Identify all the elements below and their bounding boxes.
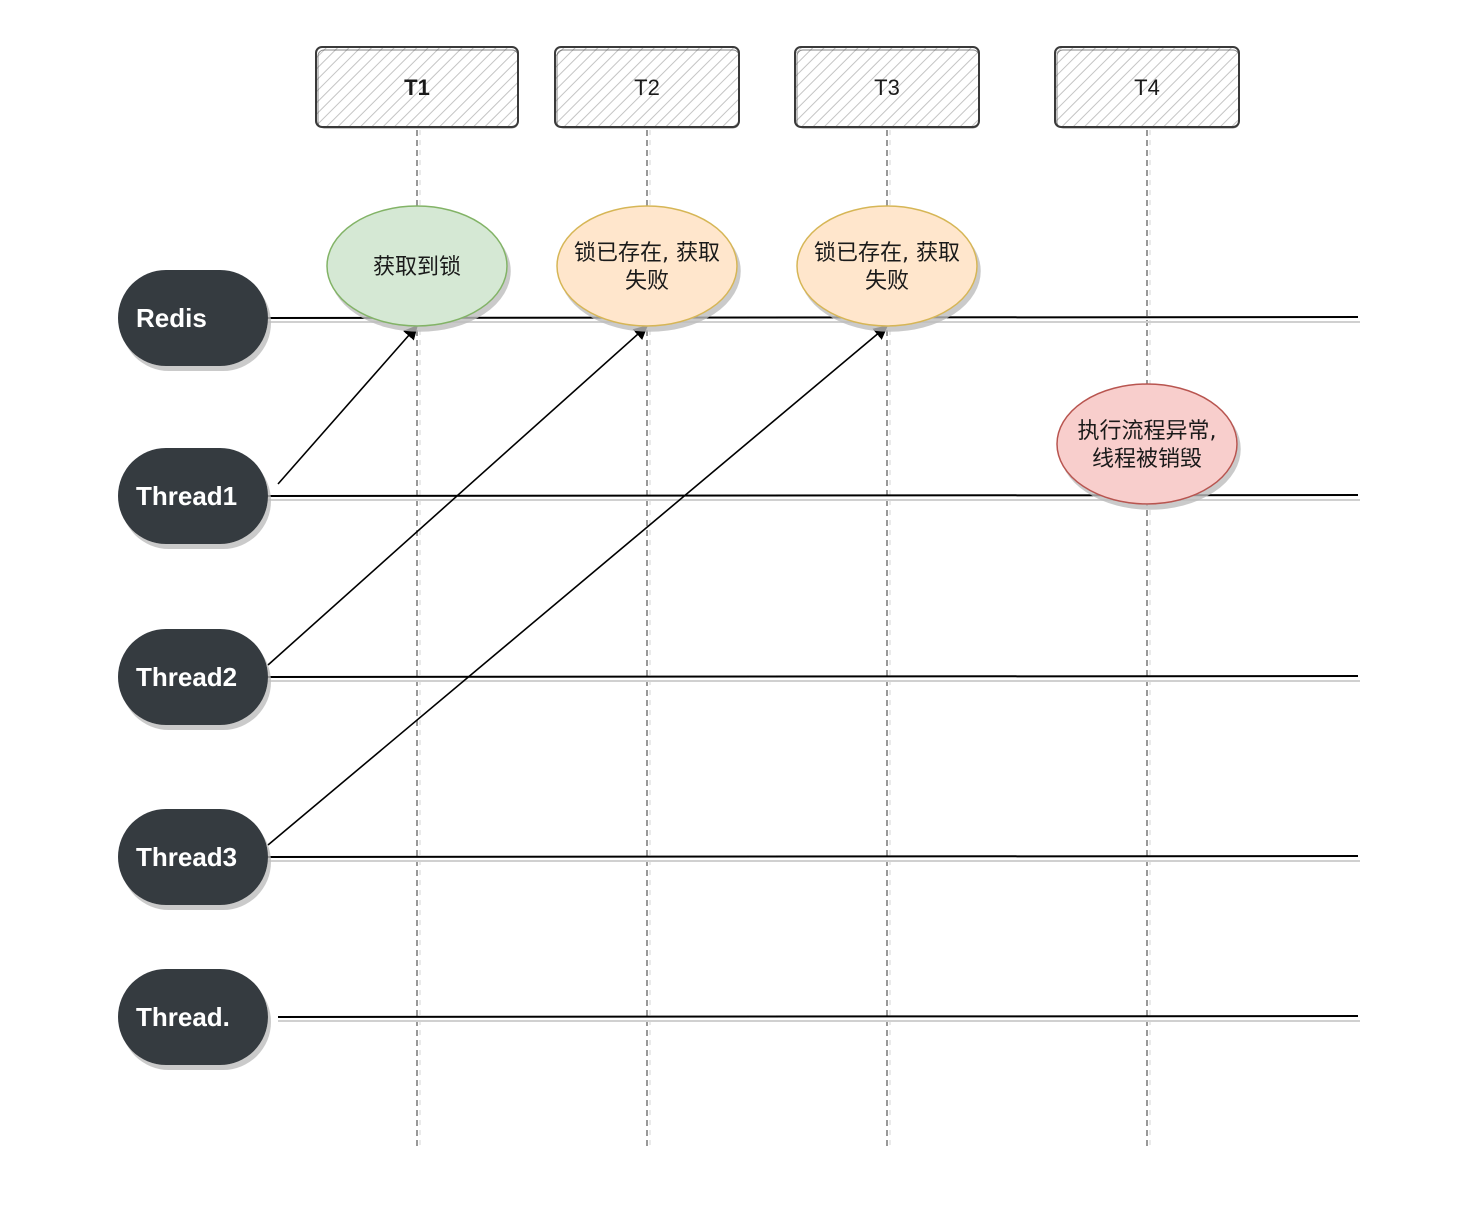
time-dashed-lines [416,130,1151,1150]
event-text-line: 锁已存在, 获取 [574,241,720,266]
lane-label-text: Thread3 [136,842,237,872]
time-label-t1: T1 [404,75,430,100]
event-text-line: 获取到锁 [373,255,461,280]
time-headers: T1 T2 T3 T4 [315,46,1240,129]
time-label-t3: T3 [874,75,900,100]
lane-label-thread2: Thread2 [118,629,268,725]
lane-label-threadn: Thread. [118,969,268,1065]
arrow-thread2-to-t2-fail [267,325,649,666]
lane-label-thread3: Thread3 [118,809,268,905]
time-header-t1: T1 [315,46,519,129]
lane-label-text: Redis [136,303,207,333]
lane-label-text: Thread. [136,1002,230,1032]
time-header-t2: T2 [554,46,740,129]
lane-label-text: Thread2 [136,662,237,692]
event-text-line: 失败 [625,269,669,294]
time-label-t4: T4 [1134,75,1160,100]
lane-label-thread1: Thread1 [118,448,268,544]
event-t1-acquire: 获取到锁 [326,205,508,327]
time-label-t2: T2 [634,75,660,100]
lane-line-thread2 [264,675,1359,678]
event-text-line: 失败 [865,269,909,294]
lane-line-threadn [277,1015,1359,1018]
event-t4-crash: 执行流程异常, 线程被销毁 [1056,383,1238,505]
lane-label-redis: Redis [118,270,268,366]
time-header-t4: T4 [1054,46,1240,129]
lane-label-text: Thread1 [136,481,237,511]
arrow-thread3-to-t3-fail [267,325,889,846]
lane-lines [264,316,1360,1022]
event-text-line: 锁已存在, 获取 [814,241,960,266]
lane-line-thread3 [264,855,1359,858]
time-header-t3: T3 [794,46,980,129]
event-text-line: 线程被销毁 [1092,447,1202,472]
event-text-line: 执行流程异常, [1078,419,1217,444]
request-arrows [267,324,889,846]
arrow-thread1-to-t1-acquire [277,324,418,485]
